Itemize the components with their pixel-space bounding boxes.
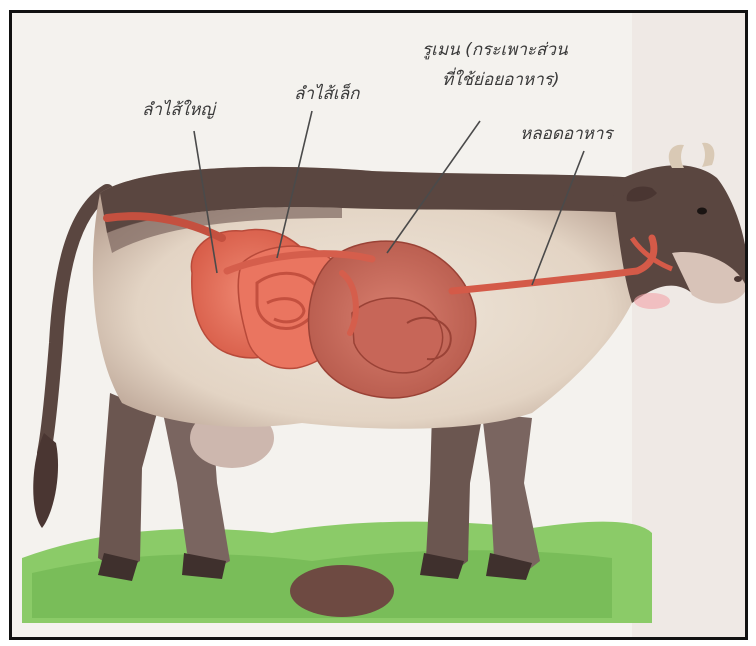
label-esophagus: หลอดอาหาร [520,124,614,144]
label-large-intestine: ลำไส้ใหญ่ [142,99,217,120]
label-rumen-line2: ที่ใช้ย่อยอาหาร) [442,67,559,90]
cow-eye [697,208,707,215]
label-rumen-line1: รูเมน (กระเพาะส่วน [422,40,568,60]
dung-patch [290,565,394,617]
diagram-frame: ลำไส้ใหญ่ ลำไส้เล็ก รูเมน (กระเพาะส่วน ท… [9,10,748,640]
label-small-intestine: ลำไส้เล็ก [294,83,360,104]
cow-digestive-diagram: ลำไส้ใหญ่ ลำไส้เล็ก รูเมน (กระเพาะส่วน ท… [12,13,745,637]
